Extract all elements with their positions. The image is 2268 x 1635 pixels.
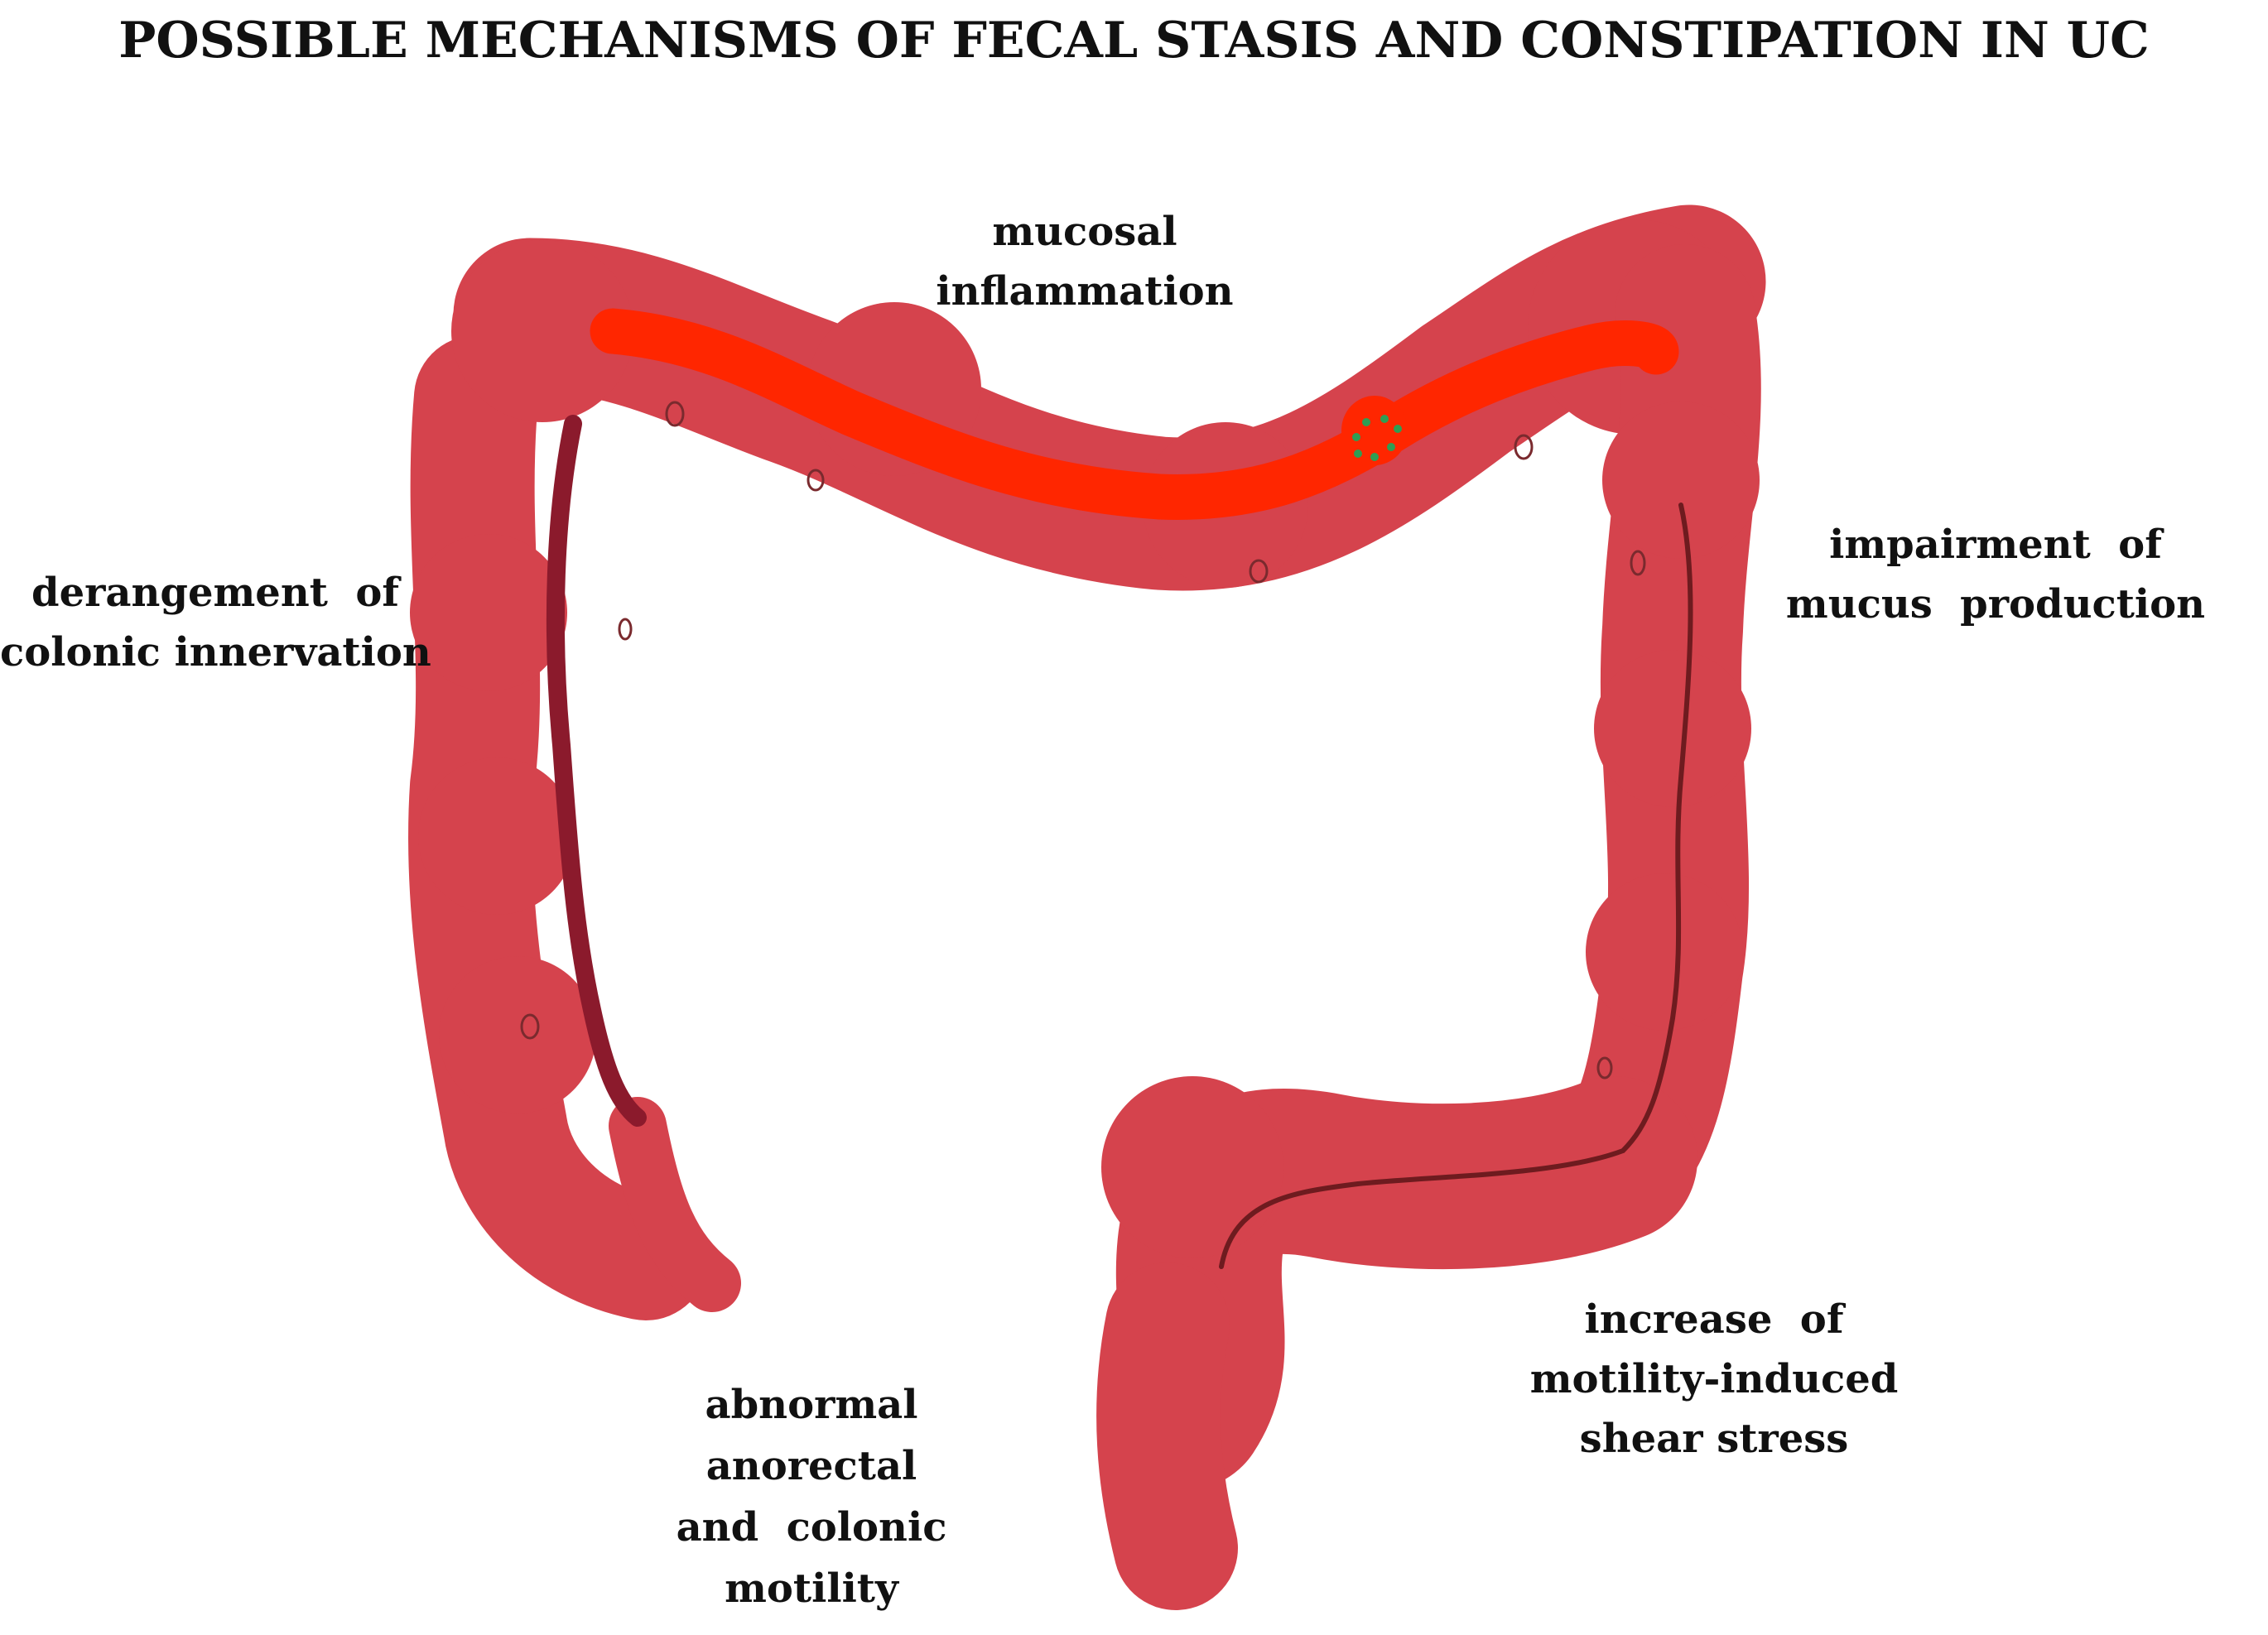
label-anorectal-motility: abnormal anorectal and colonic motility bbox=[646, 1374, 977, 1619]
label-line: abnormal bbox=[705, 1382, 918, 1428]
mucus-line bbox=[1219, 503, 1693, 1269]
label-mucus-production: impairment of mucus production bbox=[1780, 515, 2211, 634]
lesion-dot bbox=[1354, 450, 1362, 458]
fold-mark bbox=[618, 618, 633, 641]
haustra-left bbox=[410, 534, 567, 691]
lesion-dot bbox=[1352, 433, 1360, 441]
label-line: colonic innervation bbox=[0, 629, 431, 676]
label-line: derangement of bbox=[31, 570, 399, 616]
label-line: shear stress bbox=[1579, 1416, 1849, 1462]
lesion-dot bbox=[1362, 418, 1370, 426]
label-line: impairment of bbox=[1829, 522, 2162, 568]
fold-mark bbox=[1249, 559, 1269, 584]
appendix bbox=[609, 1097, 741, 1312]
lesion-dot bbox=[1387, 443, 1395, 451]
fold-mark bbox=[1630, 550, 1646, 576]
haustra-left bbox=[439, 956, 596, 1113]
label-line: and colonic bbox=[676, 1504, 947, 1551]
hepatic-flexure bbox=[451, 240, 633, 422]
haustra-left bbox=[418, 757, 575, 915]
fold-mark bbox=[1596, 1056, 1613, 1080]
lesion-dot bbox=[1380, 415, 1389, 423]
sigmoid-loop bbox=[1101, 1076, 1283, 1258]
label-line: increase of bbox=[1584, 1296, 1844, 1343]
haustra-right bbox=[1586, 873, 1743, 1031]
label-mucosal-inflammation: mucosal inflammation bbox=[878, 202, 1292, 321]
haustra-right bbox=[1602, 402, 1760, 559]
fold-mark bbox=[665, 401, 685, 427]
inflamed-mucosa bbox=[590, 308, 1679, 520]
label-line: inflammation bbox=[936, 268, 1234, 315]
lesion-dot bbox=[1370, 453, 1379, 461]
haustra-right bbox=[1594, 650, 1751, 807]
lesion-dot bbox=[1394, 425, 1402, 433]
label-line: motility bbox=[725, 1565, 898, 1612]
lesion-dots bbox=[1352, 415, 1402, 461]
fold-mark bbox=[1514, 434, 1534, 460]
page-title: POSSIBLE MECHANISMS OF FECAL STASIS AND … bbox=[118, 12, 2150, 70]
label-line: mucus production bbox=[1785, 581, 2206, 628]
rectum bbox=[1096, 1262, 1238, 1610]
label-line: mucosal bbox=[992, 209, 1177, 255]
fold-mark bbox=[520, 1013, 540, 1040]
label-colonic-innervation: derangement of colonic innervation bbox=[0, 563, 431, 682]
fold-mark bbox=[807, 469, 825, 492]
label-line: motility-induced bbox=[1529, 1356, 1899, 1402]
label-line: anorectal bbox=[705, 1443, 917, 1489]
label-shear-stress: increase of motility-induced shear stres… bbox=[1482, 1290, 1946, 1469]
innervation-line bbox=[546, 415, 647, 1127]
mucosal-folds bbox=[520, 401, 1646, 1080]
